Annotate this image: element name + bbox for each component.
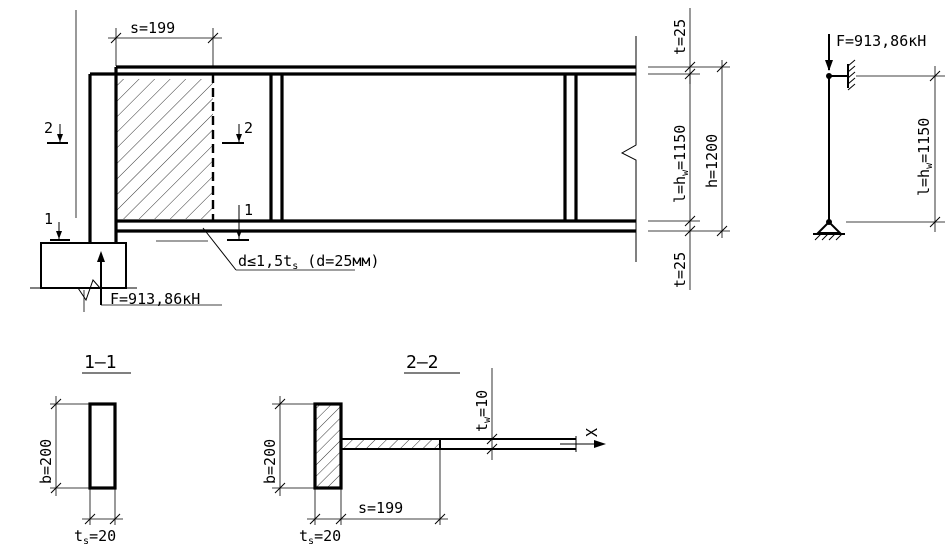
scheme-hatch: [847, 65, 856, 73]
dim-tick: [929, 216, 941, 228]
scheme-hatch: [828, 233, 836, 241]
section-mark-2-right: 2: [244, 119, 253, 137]
section-1-dim-b-label: b=200: [37, 439, 55, 484]
arrowhead-icon: [97, 251, 105, 262]
dim-tick: [50, 482, 62, 494]
section-mark-2-left: 2: [44, 119, 53, 137]
dim-tick: [716, 225, 728, 237]
dim-l-label: l=hw=1150: [671, 125, 691, 203]
design-scheme: F=913,86кН l=hw=1150: [813, 32, 945, 241]
dim-tick: [110, 32, 122, 44]
weld-annotation: d≤1,5ts (d=25мм): [238, 252, 380, 272]
x-axis-label: X: [583, 428, 601, 437]
dim-tick: [84, 513, 96, 525]
section-2-web-hatch: [341, 439, 440, 449]
dim-tick: [109, 513, 121, 525]
section-mark-1-left: 1: [44, 210, 53, 228]
scheme-hatch: [821, 233, 829, 241]
scheme-force-label: F=913,86кН: [836, 32, 926, 50]
dim-tick: [50, 398, 62, 410]
dim-tick: [684, 61, 696, 73]
scheme-hatch: [835, 233, 843, 241]
section-1-plate: [88, 402, 117, 490]
section-2-dim-tw-label: tw=10: [473, 390, 493, 432]
dim-t-bottom-label: t=25: [671, 252, 689, 288]
break-line: [620, 36, 637, 262]
dim-tick: [716, 61, 728, 73]
section-1-1: 1–1 b=200 ts=20: [37, 352, 131, 547]
arrowhead-icon: [57, 134, 63, 142]
scheme-hatch: [847, 71, 856, 79]
dim-tick: [335, 513, 347, 525]
dim-tick: [207, 32, 219, 44]
scheme-hatch: [847, 59, 856, 67]
dim-tick: [434, 513, 446, 525]
arrowhead-icon: [594, 440, 606, 448]
dim-h-label: h=1200: [703, 134, 721, 188]
scheme-hatch: [814, 233, 822, 241]
dim-tick: [486, 443, 498, 455]
section-2-plate-hatch: [315, 404, 341, 488]
section-2-dim-ts-label: ts=20: [299, 527, 341, 547]
stiffener-hatched-area: [116, 79, 213, 219]
dim-s-label: s=199: [130, 19, 175, 37]
dim-tick: [486, 433, 498, 445]
main-elevation: F=913,86кН s=199 2 2 1 1 d≤1,5ts (d=25мм…: [30, 8, 730, 312]
scheme-dim-l-label: l=hw=1150: [915, 118, 935, 196]
dim-t-top-label: t=25: [671, 19, 689, 55]
dim-tick: [309, 513, 321, 525]
dim-tick: [274, 398, 286, 410]
section-2-dim-b-label: b=200: [261, 439, 279, 484]
reaction-force-label: F=913,86кН: [110, 290, 200, 308]
section-2-title: 2–2: [406, 352, 439, 373]
arrowhead-icon: [56, 231, 62, 239]
dim-tick: [274, 482, 286, 494]
support-break-line: [30, 279, 137, 302]
section-1-title: 1–1: [84, 352, 117, 373]
section-2-2: 2–2 X tw=10 b=200 ts=20 s: [261, 352, 606, 547]
support-block: [40, 242, 127, 289]
arrowhead-icon: [825, 60, 833, 71]
section-1-dim-ts-label: ts=20: [74, 527, 116, 547]
arrowhead-icon: [236, 230, 242, 238]
dim-tick: [929, 70, 941, 82]
arrowhead-icon: [236, 134, 242, 142]
section-2-dim-s-label: s=199: [358, 499, 403, 517]
scheme-hatch: [847, 77, 856, 85]
scheme-hatch: [847, 83, 856, 91]
section-mark-1-right: 1: [244, 201, 253, 219]
dim-tick: [684, 225, 696, 237]
weld-leader: [202, 227, 237, 271]
scheme-node: [826, 73, 832, 79]
